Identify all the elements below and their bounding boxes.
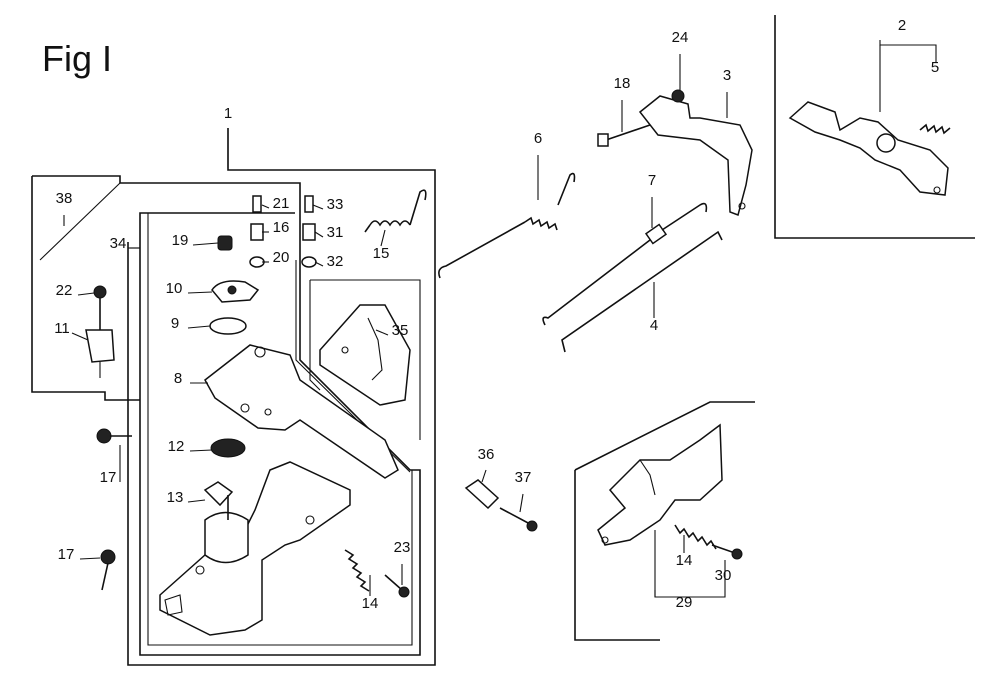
lever-2: [788, 101, 949, 196]
callout-c1: 1: [224, 105, 232, 122]
rod-7: [542, 202, 708, 326]
callout-c21: 21: [273, 195, 290, 212]
bracket-35: [319, 304, 411, 406]
callout-c3: 3: [723, 67, 731, 84]
lever-3: [638, 95, 753, 216]
spring-14-bolt-23: [344, 549, 410, 598]
callout-c34: 34: [110, 235, 127, 252]
rod-4: [561, 230, 723, 353]
callout-c5: 5: [931, 59, 939, 76]
callout-c37: 37: [515, 469, 532, 486]
washer-12: [210, 438, 246, 458]
callout-labels: 1234567891011121314141516171718192021222…: [54, 17, 939, 612]
callout-c7: 7: [648, 172, 656, 189]
nut-24: [671, 89, 685, 103]
callout-c38: 38: [56, 190, 73, 207]
callout-c2: 2: [898, 17, 906, 34]
stud-13: [203, 481, 234, 520]
callout-c8: 8: [174, 370, 182, 387]
subbox-35: [309, 279, 421, 440]
bolt-22-clip-11: [85, 285, 115, 378]
callout-c17a: 17: [100, 469, 117, 486]
callout-c16: 16: [273, 219, 290, 236]
arm-10: [211, 280, 260, 303]
frame-2-5: [774, 15, 975, 239]
callout-c10: 10: [166, 280, 183, 297]
callout-c22: 22: [56, 282, 73, 299]
callout-c17b: 17: [58, 546, 75, 563]
callout-c35: 35: [392, 322, 409, 339]
bolt-17-lower: [100, 549, 116, 591]
figure-title: Fig I: [42, 38, 113, 79]
bolt-17-upper: [96, 428, 132, 444]
callout-c32: 32: [327, 253, 344, 270]
callout-c18: 18: [614, 75, 631, 92]
callout-c9: 9: [171, 315, 179, 332]
callout-c4: 4: [650, 317, 658, 334]
pin-36-bolt-37: [464, 479, 538, 532]
callout-c20: 20: [273, 249, 290, 266]
bolt-18: [597, 124, 651, 147]
callout-c15: 15: [373, 245, 390, 262]
callout-c19: 19: [172, 232, 189, 249]
callout-c31: 31: [327, 224, 344, 241]
callout-c14b: 14: [676, 552, 693, 569]
spring-rod-6: [438, 172, 576, 279]
lower-bracket: [159, 461, 351, 636]
callout-c29: 29: [676, 594, 693, 611]
callout-c13: 13: [167, 489, 184, 506]
stack-33-31-32: [301, 195, 317, 268]
control-plate-8: [204, 344, 399, 479]
callout-c6: 6: [534, 130, 542, 147]
callout-c14a: 14: [362, 595, 379, 612]
spring-14-bolt-30: [674, 524, 743, 560]
callout-c36: 36: [478, 446, 495, 463]
leader-lines: [63, 40, 937, 598]
bracket-29: [597, 423, 723, 546]
spring-5: [919, 123, 951, 135]
callout-c24: 24: [672, 29, 689, 46]
spring-15: [364, 189, 427, 233]
frame-29-30: [574, 401, 755, 641]
callout-c33: 33: [327, 196, 344, 213]
stack-21-16-20: [249, 195, 265, 268]
callout-c23: 23: [394, 539, 411, 556]
callout-c30: 30: [715, 567, 732, 584]
callout-c12: 12: [168, 438, 185, 455]
callout-c11: 11: [54, 320, 70, 337]
